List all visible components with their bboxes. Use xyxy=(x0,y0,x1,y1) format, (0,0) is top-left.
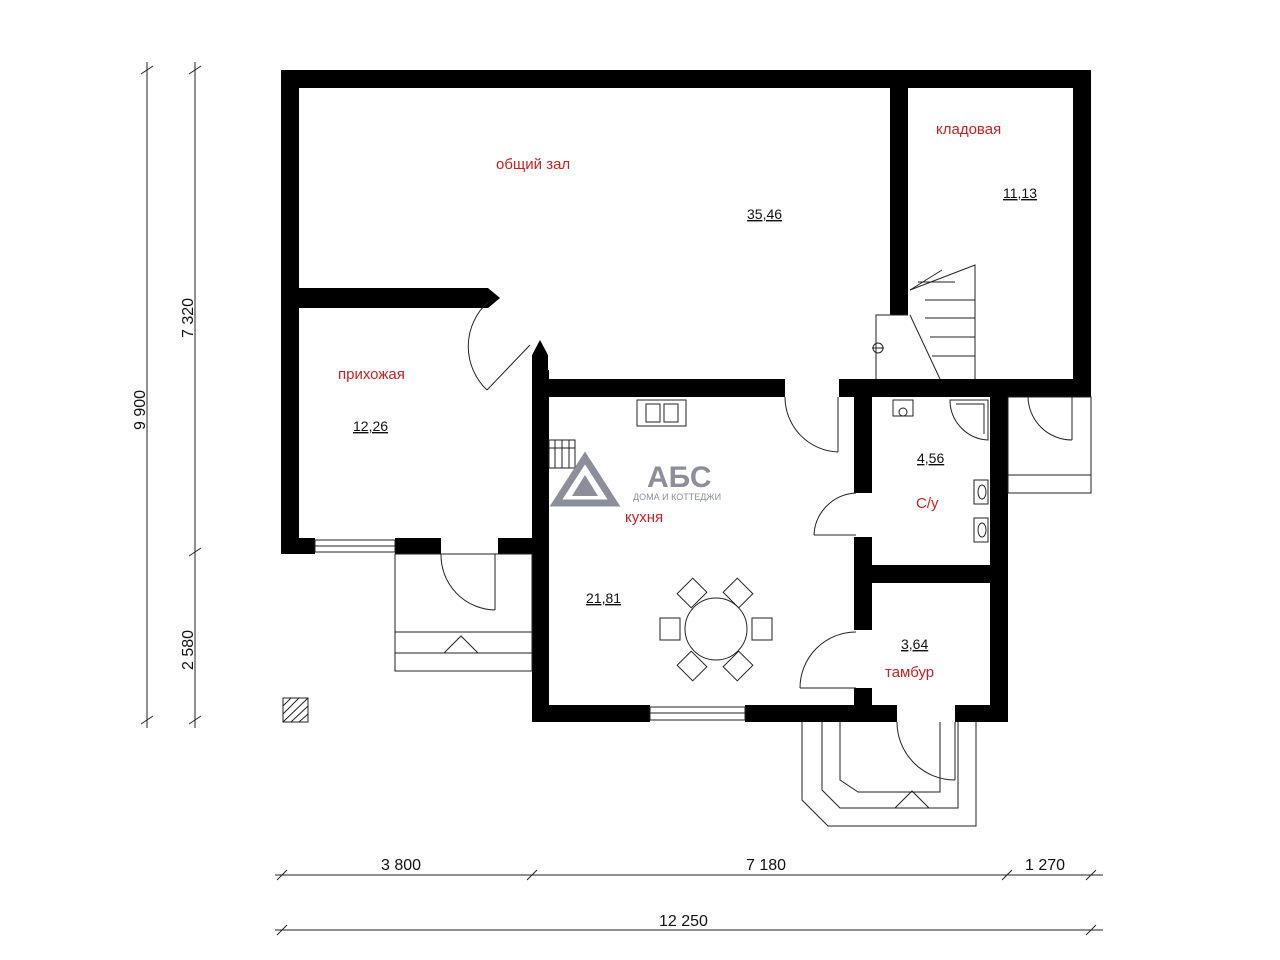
room-area-entry: 12,26 xyxy=(353,418,388,434)
dim-total-height: 9 900 xyxy=(132,390,149,430)
room-name-entry: прихожая xyxy=(338,366,405,383)
doors xyxy=(440,301,1073,781)
walls xyxy=(281,70,1091,722)
porches xyxy=(394,264,1092,827)
room-labels: общий зал 35,46 кладовая 11,13 прихожая … xyxy=(338,121,1037,681)
dim-width-right: 1 270 xyxy=(1025,857,1065,874)
dining-table xyxy=(659,577,773,682)
dim-total-width: 12 250 xyxy=(659,913,708,930)
room-name-bathroom: С/у xyxy=(916,495,939,512)
room-name-kitchen: кухня xyxy=(625,509,663,526)
room-name-vestibule: тамбур xyxy=(885,664,934,681)
room-area-kitchen: 21,81 xyxy=(586,590,621,606)
dimension-lines xyxy=(140,62,1103,936)
dim-lower-height: 2 580 xyxy=(180,630,197,670)
windows xyxy=(314,539,746,721)
dimension-labels: 9 900 7 320 2 580 3 800 7 180 1 270 12 2… xyxy=(132,298,1065,930)
room-name-hall: общий зал xyxy=(496,156,570,173)
room-name-storage: кладовая xyxy=(936,121,1001,138)
logo-title: АБС xyxy=(647,461,712,494)
hatch-marker-icon xyxy=(282,697,309,723)
room-area-bathroom: 4,56 xyxy=(917,450,944,466)
dim-upper-height: 7 320 xyxy=(180,298,197,338)
fixtures xyxy=(548,399,989,543)
logo-subtitle: ДОМА И КОТТЕДЖИ xyxy=(633,492,721,502)
room-area-storage: 11,13 xyxy=(1003,185,1037,201)
room-area-hall: 35,46 xyxy=(747,206,782,222)
dim-width-mid: 7 180 xyxy=(746,857,786,874)
abs-logo: АБС ДОМА И КОТТЕДЖИ xyxy=(549,451,721,507)
dim-width-left: 3 800 xyxy=(381,857,421,874)
room-area-vestibule: 3,64 xyxy=(901,636,928,652)
